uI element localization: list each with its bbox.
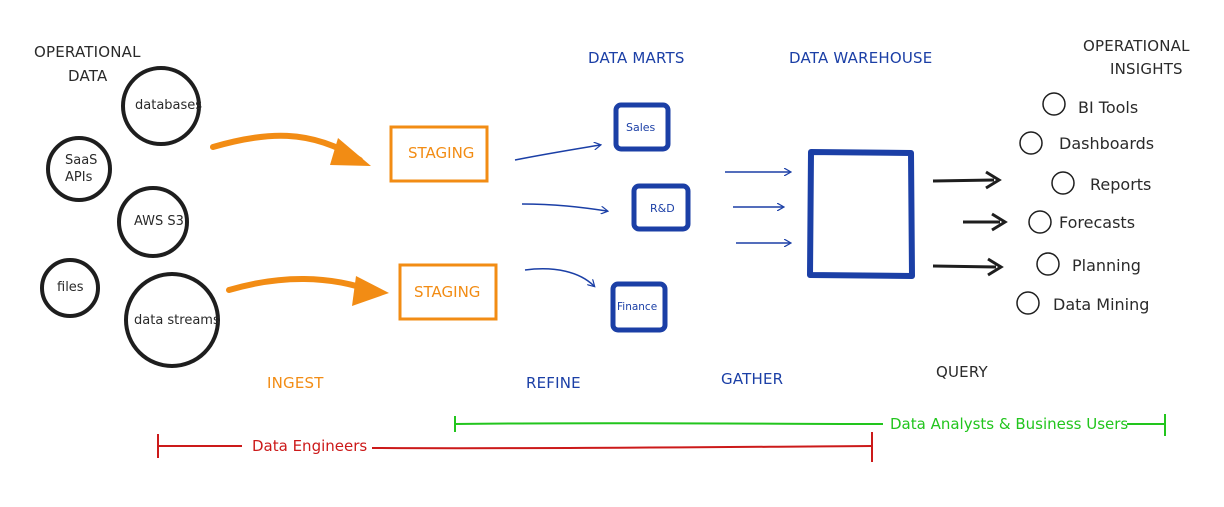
operational-insights-header-line2: INSIGHTS xyxy=(1110,60,1183,78)
ingest-arrow-bottom xyxy=(226,276,378,295)
operational-data-header-line1: OPERATIONAL xyxy=(34,43,141,61)
staging-box-bottom xyxy=(398,263,498,321)
mart-label-finance: Finance xyxy=(617,301,658,313)
analysts-span-line xyxy=(454,414,1166,436)
insight-bi-tools: BI Tools xyxy=(1078,98,1139,117)
engineers-span-line xyxy=(157,432,873,462)
insight-forecasts: Forecasts xyxy=(1059,213,1136,232)
source-circle-saas-apis xyxy=(46,136,112,202)
insight-data-mining: Data Mining xyxy=(1053,295,1150,314)
stage-ingest: INGEST xyxy=(267,374,324,392)
source-circle-databases xyxy=(121,66,201,146)
planning-bullet-icon xyxy=(1036,252,1060,276)
stage-refine: REFINE xyxy=(526,374,581,392)
source-label-aws-s3: AWS S3 xyxy=(134,214,184,229)
operational-insights-header-line1: OPERATIONAL xyxy=(1083,37,1190,55)
mart-label-rd: R&D xyxy=(650,202,675,215)
refine-arrow-rd xyxy=(521,203,607,211)
source-circle-files xyxy=(40,258,100,318)
data-warehouse-header: DATA WAREHOUSE xyxy=(789,49,933,67)
role-data-engineers: Data Engineers xyxy=(252,437,368,455)
stage-gather: GATHER xyxy=(721,370,784,388)
dashboards-bullet-icon xyxy=(1019,131,1043,155)
mart-box-sales xyxy=(613,102,671,152)
data-mining-bullet-icon xyxy=(1016,291,1040,315)
query-arrow-1 xyxy=(932,170,1002,190)
insight-reports: Reports xyxy=(1090,175,1152,194)
source-circle-aws-s3 xyxy=(117,186,189,258)
refine-arrow-sales xyxy=(514,145,600,161)
ingest-arrowhead-top xyxy=(330,138,371,166)
forecasts-bullet-icon xyxy=(1028,210,1052,234)
mart-box-rd xyxy=(631,183,691,232)
query-arrow-2 xyxy=(963,212,1008,232)
role-data-analysts: Data Analysts & Business Users xyxy=(890,415,1129,433)
source-label-files: files xyxy=(57,280,84,295)
insight-dashboards: Dashboards xyxy=(1059,134,1155,153)
mart-label-sales: Sales xyxy=(626,121,656,134)
staging-label-top: STAGING xyxy=(408,144,475,162)
data-marts-header: DATA MARTS xyxy=(588,49,685,67)
staging-box-top xyxy=(389,125,489,183)
source-label-apis: APIs xyxy=(65,170,93,185)
source-label-saas: SaaS xyxy=(65,153,98,168)
ingest-arrowhead-bottom xyxy=(352,276,389,306)
insight-planning: Planning xyxy=(1072,256,1141,275)
query-arrow-3 xyxy=(932,257,1004,277)
warehouse-box xyxy=(807,149,915,279)
operational-data-header-line2: DATA xyxy=(68,67,108,85)
source-label-databases: databases xyxy=(135,98,203,113)
bi-tools-bullet-icon xyxy=(1042,92,1066,116)
source-label-data-streams: data streams xyxy=(134,313,220,328)
staging-label-bottom: STAGING xyxy=(414,283,481,301)
source-circle-data-streams xyxy=(124,272,220,368)
mart-box-finance xyxy=(610,281,668,333)
stage-query: QUERY xyxy=(936,363,988,381)
refine-arrow-finance xyxy=(524,268,594,286)
reports-bullet-icon xyxy=(1051,171,1075,195)
